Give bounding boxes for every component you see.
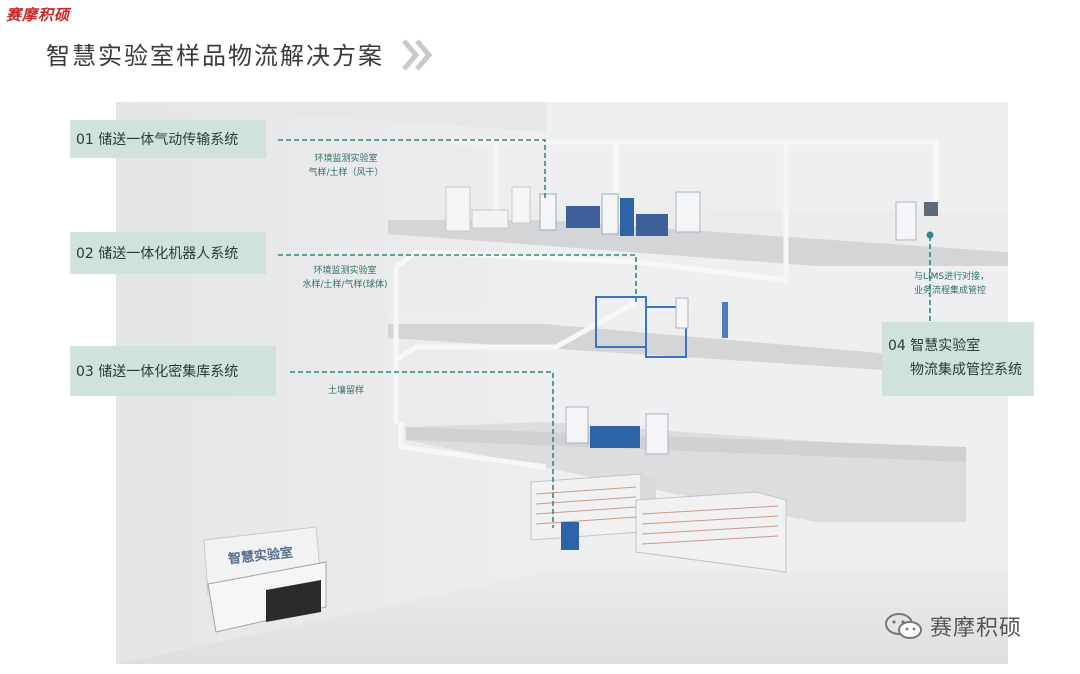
note-line: 业务流程集成管控 <box>914 286 987 296</box>
system-03-note: 土壤留样 <box>327 386 364 396</box>
wechat-icon <box>885 613 922 639</box>
floor-slab-3 <box>406 422 966 522</box>
wechat-watermark: 赛摩积硕 <box>884 610 1022 642</box>
floor-slab-2 <box>388 307 1008 378</box>
lims-note: 与LIMS进行对接， 业务流程集成管控 <box>914 270 1044 298</box>
equipment-floor-1 <box>445 186 938 241</box>
reception-desk: 智慧实验室 <box>203 526 327 633</box>
note-line: 环境监测实验室 <box>314 154 378 164</box>
equipment-floor-3 <box>565 406 669 455</box>
system-02-label: 02 储送一体化机器人系统 <box>70 232 266 274</box>
note-line: 水样/土样/气样(球体) <box>302 280 388 290</box>
system-03-label: 03 储送一体化密集库系统 <box>70 346 276 396</box>
pneumatic-tubes <box>393 139 939 470</box>
system-04-label: 04 智慧实验室 物流集成管控系统 <box>882 322 1034 396</box>
page-title: 智慧实验室样品物流解决方案 <box>46 42 384 70</box>
system-04-line1: 04 智慧实验室 <box>888 338 981 354</box>
brand-logo: 赛摩积硕 <box>6 6 71 24</box>
chevron-right-icon <box>402 39 433 71</box>
note-line: 与LIMS进行对接， <box>914 272 990 282</box>
note-line: 气样/土样（风干） <box>308 168 384 178</box>
system-01-label: 01 储送一体气动传输系统 <box>70 120 266 158</box>
note-line: 环境监测实验室 <box>313 266 377 276</box>
system-02-note: 环境监测实验室 水样/土样/气样(球体) <box>286 264 404 292</box>
watermark-text: 赛摩积硕 <box>930 616 1023 641</box>
system-04-line2: 物流集成管控系统 <box>910 362 1022 378</box>
equipment-floor-2 <box>595 296 728 358</box>
lab-building-illustration: 智慧实验室 <box>116 102 1008 664</box>
reception-sign: 智慧实验室 <box>227 545 293 568</box>
system-01-note: 环境监测实验室 气样/土样（风干） <box>296 152 396 180</box>
